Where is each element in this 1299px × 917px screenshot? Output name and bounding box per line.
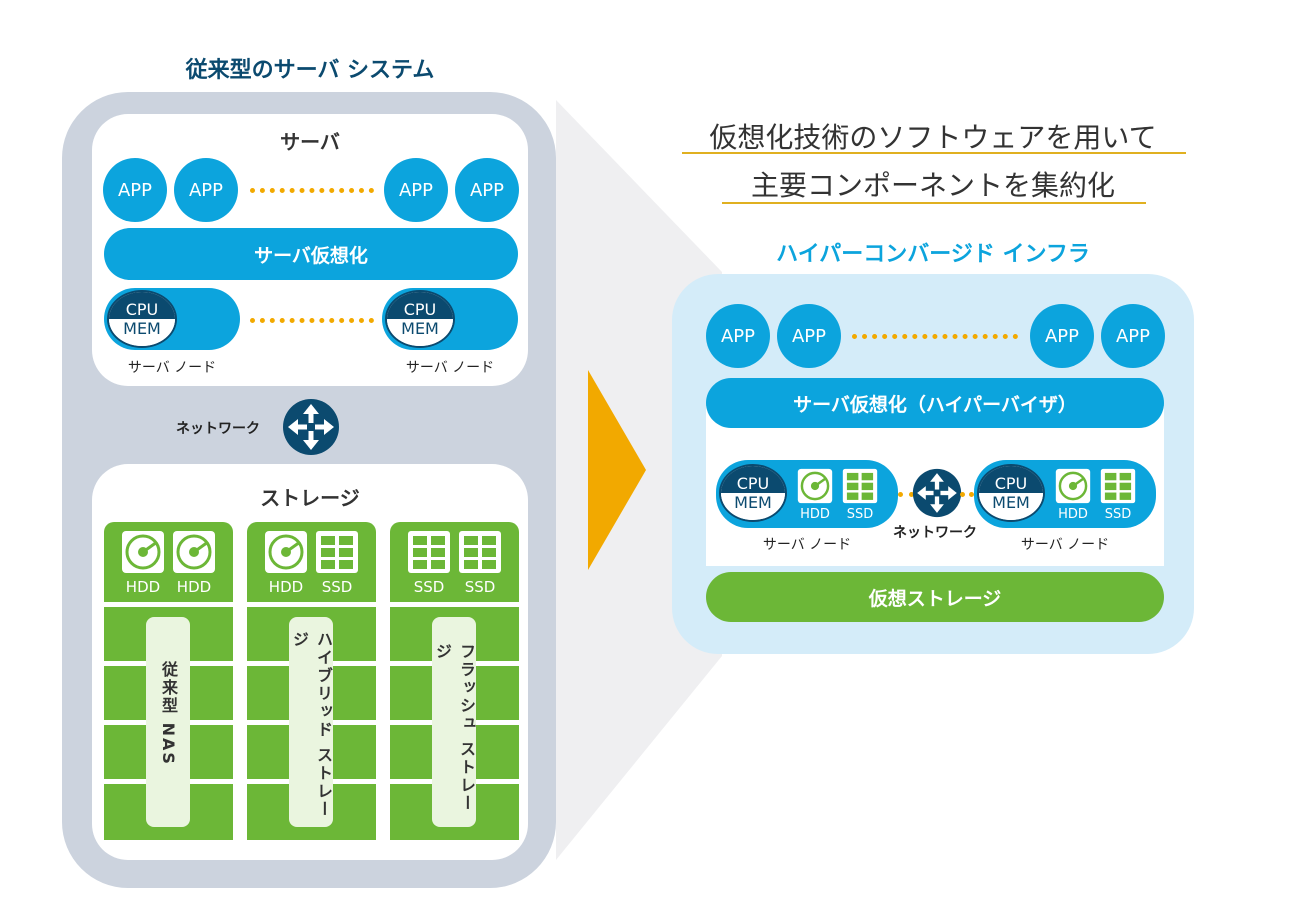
app-circle: APP	[706, 304, 770, 368]
network-label: ネットワーク	[893, 525, 977, 541]
left-title: 従来型のサーバ システム	[185, 58, 435, 83]
disk-label: SSD	[321, 578, 353, 596]
server-node-label: サーバ ノード	[762, 537, 852, 553]
hdd-icon	[173, 531, 215, 573]
storage-type-panel: 従来型 NAS	[146, 617, 190, 827]
network-router-icon	[283, 399, 339, 455]
dotted-connector	[250, 188, 374, 193]
storage-type-panel: フラッシュ ストレージ	[432, 617, 476, 827]
server-virtualization-bar: サーバ仮想化	[104, 228, 518, 280]
cpu-mem-icon: CPU MEM	[977, 464, 1045, 522]
hdd-icon	[122, 531, 164, 573]
virtual-storage-bar: 仮想ストレージ	[706, 572, 1164, 622]
network-label: ネットワーク	[176, 421, 260, 437]
hdd-icon	[797, 468, 833, 504]
hdd-label: HDD	[800, 507, 830, 522]
headline-underline	[722, 202, 1146, 204]
hdd-icon	[265, 531, 307, 573]
cpu-mem-icon: CPU MEM	[385, 290, 455, 348]
dotted-connector	[250, 318, 374, 323]
disk-label: SSD	[413, 578, 445, 596]
dotted-connector	[960, 492, 974, 497]
ssd-label: SSD	[846, 507, 874, 522]
cpu-label: CPU	[979, 466, 1043, 493]
app-circle: APP	[777, 304, 841, 368]
arrow-right-icon	[588, 370, 646, 570]
disk-label: HDD	[176, 578, 212, 596]
app-circle: APP	[103, 158, 167, 222]
mem-label: MEM	[979, 493, 1043, 520]
ssd-icon	[842, 468, 878, 504]
headline-line1: 仮想化技術のソフトウェアを用いて	[709, 121, 1157, 154]
hci-title: ハイパーコンバージド インフラ	[776, 242, 1090, 267]
hypervisor-bar: サーバ仮想化（ハイパーバイザ）	[706, 378, 1164, 428]
server-node-label: サーバ ノード	[405, 360, 495, 376]
disk-label: SSD	[464, 578, 496, 596]
hdd-icon	[1055, 468, 1091, 504]
app-circle: APP	[455, 158, 519, 222]
server-node-label: サーバ ノード	[127, 360, 217, 376]
disk-label: HDD	[268, 578, 304, 596]
server-label: サーバ	[280, 130, 340, 154]
hdd-label: HDD	[1058, 507, 1088, 522]
app-circle: APP	[384, 158, 448, 222]
disk-label: HDD	[125, 578, 161, 596]
network-router-icon	[912, 468, 962, 518]
ssd-icon	[459, 531, 501, 573]
app-circle: APP	[1101, 304, 1165, 368]
ssd-icon	[408, 531, 450, 573]
app-circle: APP	[1030, 304, 1094, 368]
headline-line2: 主要コンポーネントを集約化	[750, 169, 1115, 202]
ssd-icon	[1100, 468, 1136, 504]
cpu-mem-icon: CPU MEM	[719, 464, 787, 522]
storage-type-label: フラッシュ ストレージ	[433, 643, 476, 813]
storage-type-label: ハイブリッド ストレージ	[290, 631, 333, 819]
dotted-connector	[898, 492, 914, 497]
headline-underline	[682, 152, 1186, 154]
server-node-label: サーバ ノード	[1020, 537, 1110, 553]
ssd-icon	[316, 531, 358, 573]
app-circle: APP	[174, 158, 238, 222]
storage-label: ストレージ	[260, 486, 360, 510]
storage-type-panel: ハイブリッド ストレージ	[289, 617, 333, 827]
cpu-mem-icon: CPU MEM	[107, 290, 177, 348]
storage-type-label: 従来型 NAS	[159, 661, 178, 766]
ssd-label: SSD	[1104, 507, 1132, 522]
dotted-connector	[852, 334, 1018, 339]
